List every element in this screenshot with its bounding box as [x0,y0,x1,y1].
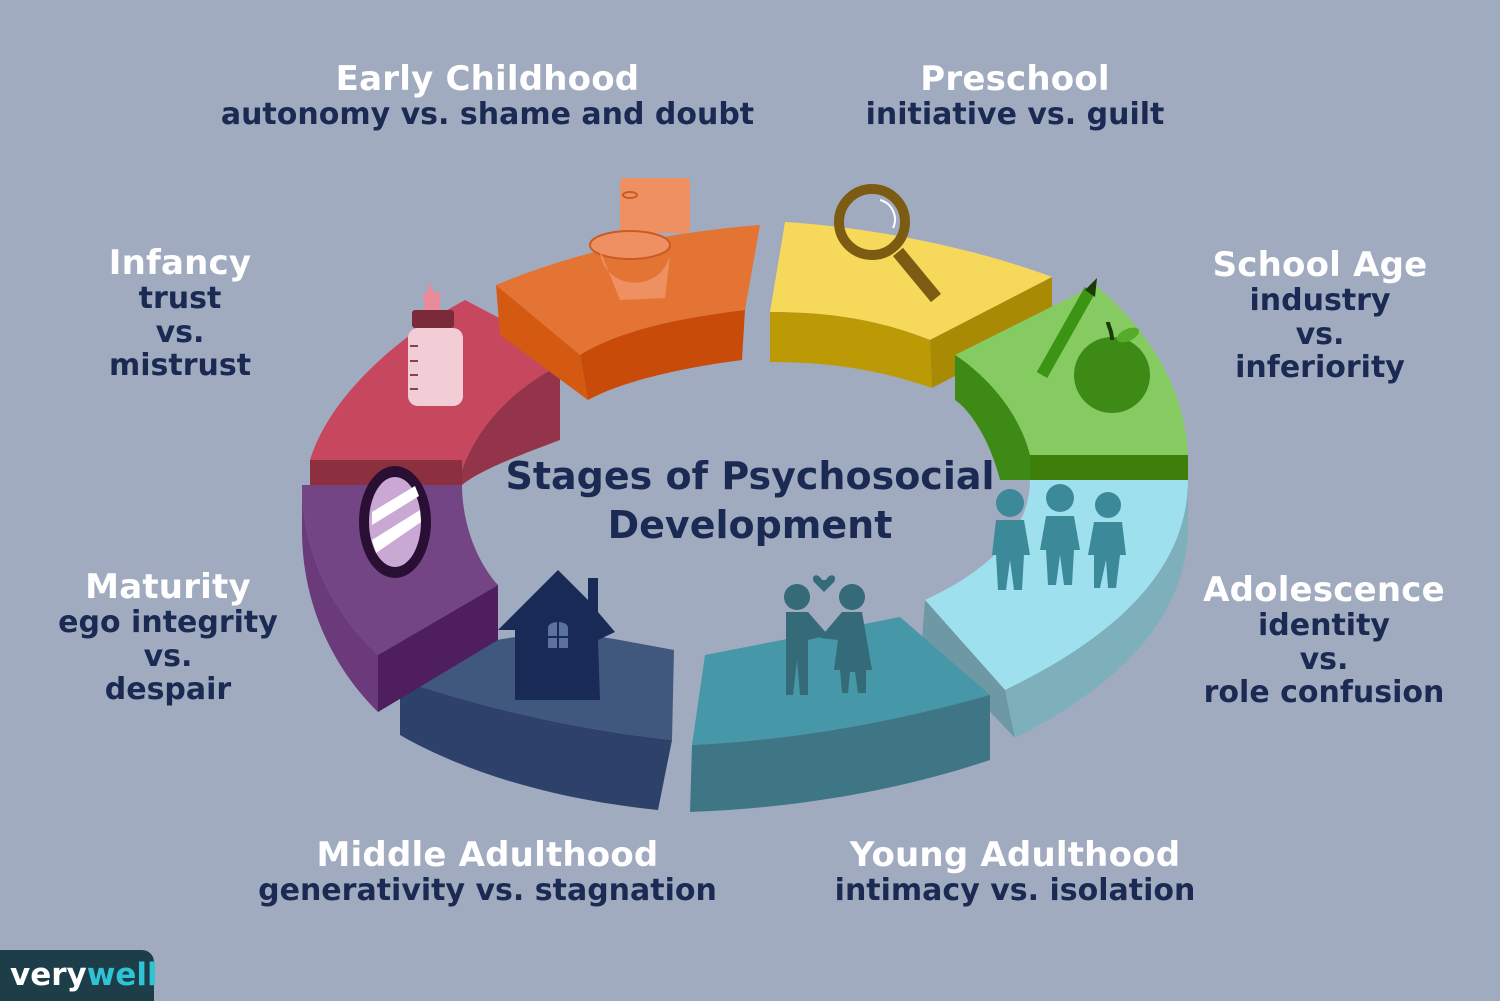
label-preschool: Preschool initiative vs. guilt [850,60,1180,132]
mirror-icon [359,466,431,578]
logo-part-well: well [86,957,158,993]
verywell-logo: verywell [0,950,158,1001]
label-middle-adulthood: Middle Adulthood generativity vs. stagna… [255,836,720,908]
segment-school-age [955,285,1188,480]
stage-name: Infancy [108,243,252,283]
stage-desc-line: identity [1258,608,1390,644]
title-line-2: Development [607,503,893,548]
baby-bottle-icon [408,283,463,406]
toilet-icon [589,178,690,300]
stage-desc-line: autonomy vs. shame and doubt [220,97,755,133]
couple-heart-icon [784,575,872,695]
stage-name: Middle Adulthood [316,835,659,875]
stage-name: Preschool [920,59,1110,99]
stage-desc-line: despair [104,672,232,708]
label-infancy: Infancy trust vs. mistrust [70,244,290,383]
stage-desc-line: initiative vs. guilt [865,97,1165,133]
house-icon [498,570,615,700]
label-adolescence: Adolescence identity vs. role confusion [1195,571,1453,710]
diagram-title: Stages of Psychosocial Development [500,452,1000,551]
stage-name: Adolescence [1203,570,1445,610]
stage-desc-line: generativity vs. stagnation [258,873,717,909]
label-young-adulthood: Young Adulthood intimacy vs. isolation [830,836,1200,908]
title-line-1: Stages of Psychosocial [505,454,995,498]
logo-part-very: very [10,957,87,993]
magnifying-glass-icon [834,184,942,303]
stage-name: Early Childhood [335,59,640,99]
label-maturity: Maturity ego integrity vs. despair [48,568,288,707]
stage-desc-line: vs. [143,638,193,674]
stage-name: School Age [1212,245,1428,285]
label-early-childhood: Early Childhood autonomy vs. shame and d… [220,60,755,132]
stage-desc-line: mistrust [108,348,252,384]
pencil-apple-icon [1036,278,1150,413]
stage-desc-line: ego integrity [58,605,278,641]
stage-desc-line: inferiority [1235,350,1405,386]
stage-desc-line: trust [138,281,222,317]
stage-desc-line: vs. [155,314,205,350]
label-school-age: School Age industry vs. inferiority [1200,246,1440,385]
stage-desc-line: role confusion [1203,675,1445,711]
stage-name: Young Adulthood [849,835,1181,875]
stage-name: Maturity [85,567,251,607]
stage-desc-line: vs. [1299,641,1349,677]
group-of-people-icon [992,484,1126,590]
stage-desc-line: intimacy vs. isolation [834,873,1196,909]
stage-desc-line: vs. [1295,316,1345,352]
stage-desc-line: industry [1249,283,1391,319]
